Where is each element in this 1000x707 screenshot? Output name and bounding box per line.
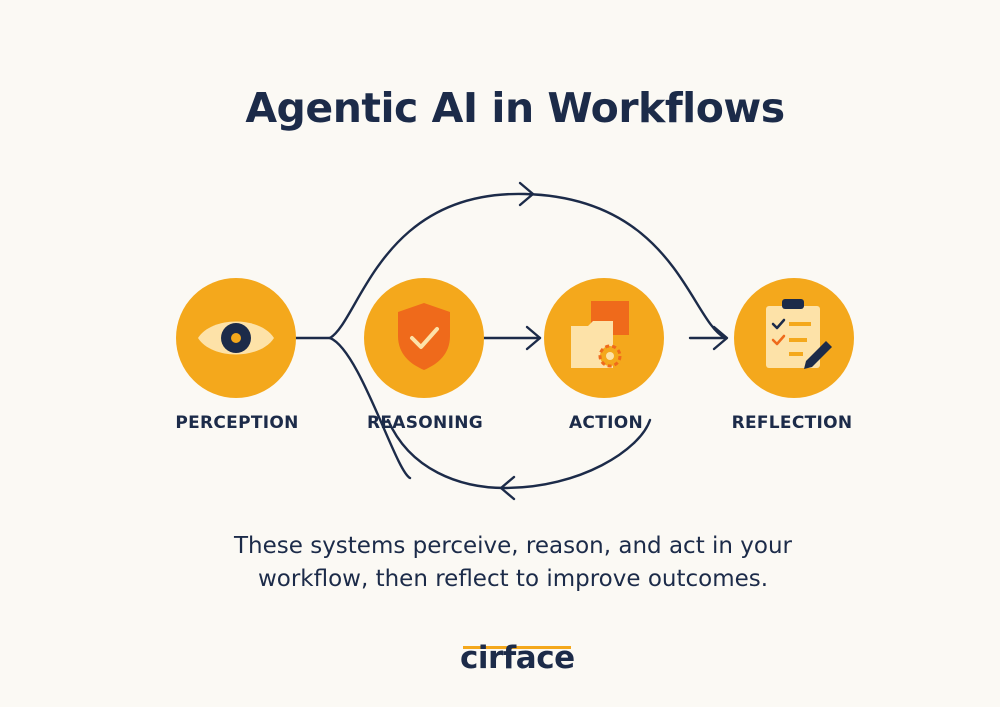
arrowhead-middle	[525, 325, 542, 351]
step-label-reasoning: REASONING	[367, 413, 483, 433]
folder-gear-icon	[571, 301, 629, 368]
caption-line-2: workflow, then reflect to improve outcom…	[257, 566, 769, 592]
page-title: Agentic AI in Workflows	[245, 84, 785, 132]
step-label-perception: PERCEPTION	[175, 413, 299, 433]
loop-bottom-arc	[386, 418, 652, 490]
caption: These systems perceive, reason, and act …	[200, 530, 826, 596]
loop-lower-arc	[328, 336, 412, 480]
arrowhead-bottom	[499, 475, 516, 501]
caption-line-1: These systems perceive, reason, and act …	[233, 533, 793, 559]
arrowhead-right	[712, 325, 729, 351]
loop-upper-arc	[328, 192, 727, 340]
step-label-action: ACTION	[568, 413, 644, 433]
shield-check-icon	[398, 303, 450, 370]
clipboard-checklist-icon	[766, 299, 832, 369]
brand-accent-bar	[463, 646, 571, 649]
arrowhead-top	[518, 181, 535, 207]
step-label-reflection: REFLECTION	[731, 413, 853, 433]
brand-logo: cirface	[460, 640, 575, 676]
eye-icon	[198, 321, 274, 355]
